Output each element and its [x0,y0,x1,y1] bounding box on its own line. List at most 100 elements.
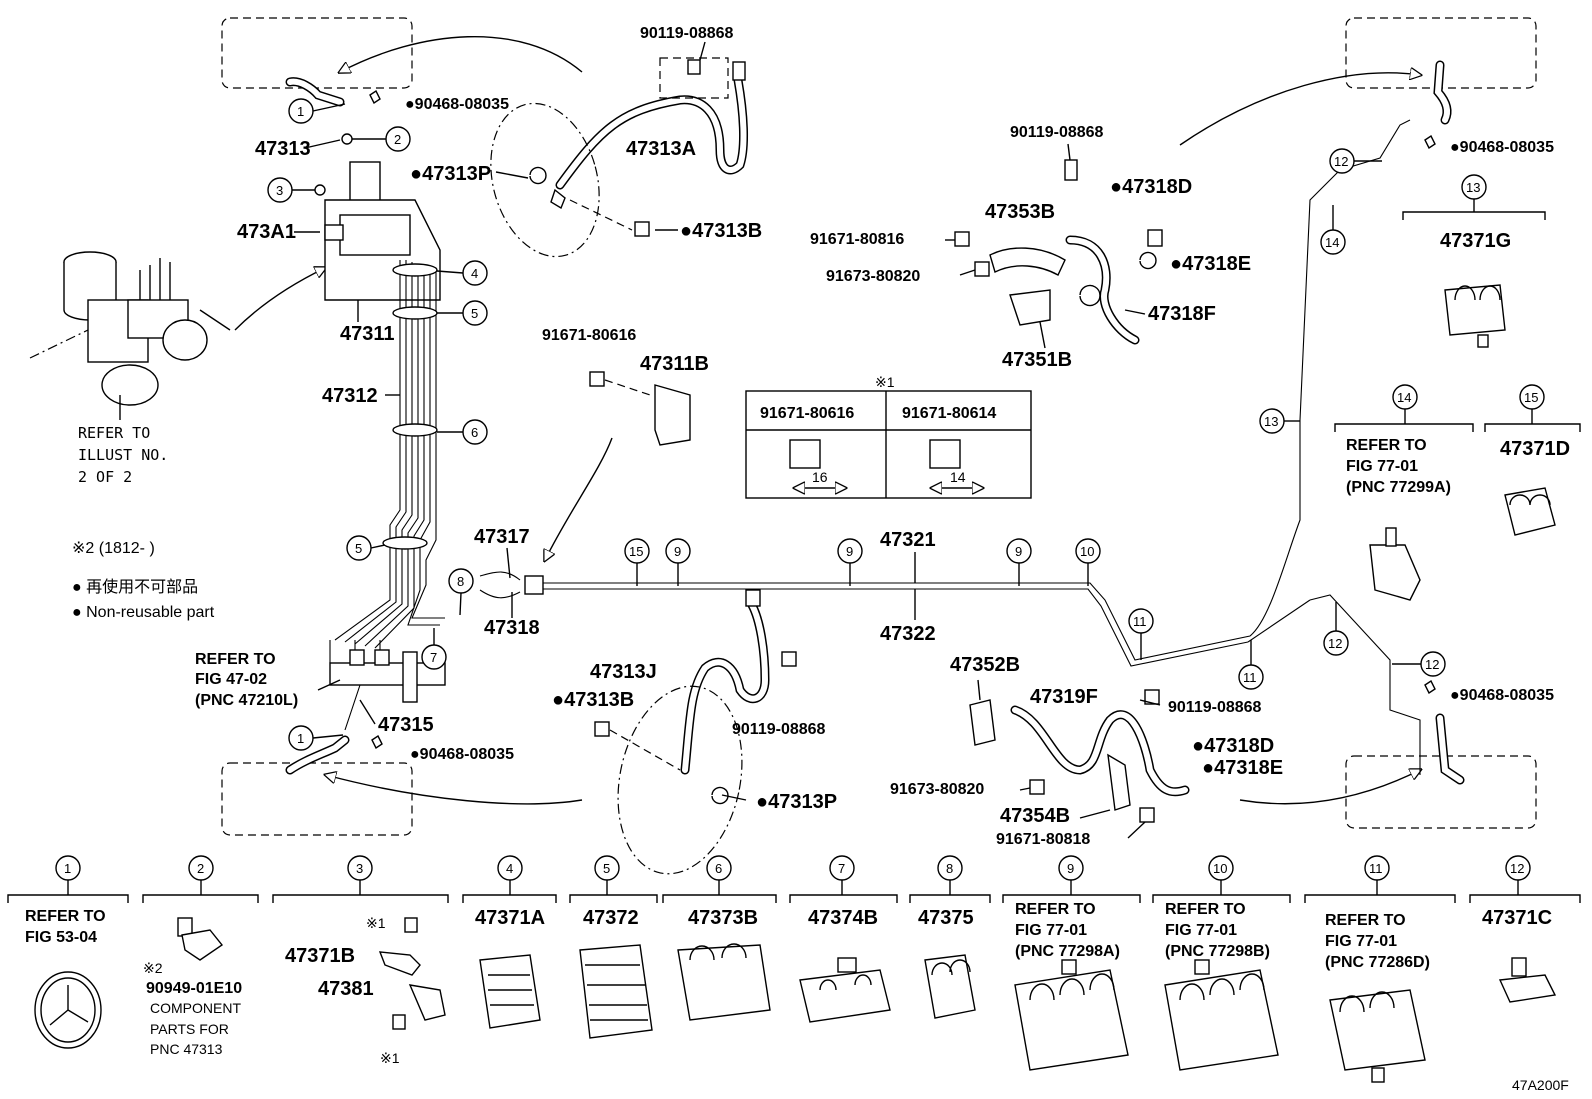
label-47311: 47311 [340,323,395,345]
panel5-label: 47372 [583,907,639,929]
figure-code: 47A200F [1512,1077,1569,1093]
bolt-table-mark: ※1 [875,374,895,390]
callout-5-upper: 5 [462,300,488,326]
callout-1-bottom: 1 [288,725,314,751]
callout-15-panel: 15 [1519,384,1545,410]
svg-text:13: 13 [1466,180,1480,195]
label-47322: 47322 [880,623,936,645]
label-91671-80816: 91671-80816 [810,231,904,248]
ref-fig4702-line3: (PNC 47210L) [195,692,298,709]
pipe-bundle [285,161,446,775]
bolt-table-col1: 91671-80616 [760,405,854,422]
bottom-callout-10: 10 [1213,861,1227,876]
svg-text:10: 10 [1080,544,1094,559]
label-47313J: 47313J [590,661,657,683]
callout-14-panel: 14 [1392,384,1418,410]
bolt-table-dim1: 16 [812,469,828,485]
bottom-callout-5: 5 [603,861,610,876]
label-91671-80818: 91671-80818 [996,831,1090,848]
bottom-callout-8: 8 [946,861,953,876]
panel-bracket-13 [1402,211,1546,220]
svg-text:11: 11 [1133,614,1147,629]
clip-47371C [1498,957,1557,1003]
label-91671-80616: 91671-80616 [542,327,636,344]
svg-text:1: 1 [297,731,304,746]
bottom-callout-3: 3 [356,861,363,876]
svg-text:14: 14 [1325,235,1339,250]
label-47353B: 47353B [985,201,1055,223]
ref-fig4702-line1: REFER TO [195,651,276,668]
callout-14-line: 14 [1320,229,1346,255]
svg-text:1: 1 [297,104,304,119]
ref-box-bottom-left [221,762,413,836]
label-47321: 47321 [880,529,936,551]
flow-arrow-top-left [340,35,583,72]
clip-47375 [924,954,976,1019]
clip-77286D [1329,989,1426,1083]
bracket-47311B [654,384,691,446]
bottom-callout-6: 6 [715,861,722,876]
clip-47373B [677,943,771,1021]
callout-9-c: 9 [1006,538,1032,564]
legend-nonreusable-en: ● Non-reusable part [72,604,215,621]
svg-text:15: 15 [1524,390,1538,405]
panel-bracket-15 [1484,423,1581,432]
callout-9-b: 9 [837,538,863,564]
svg-text:9: 9 [846,544,853,559]
callout-12-right: 12 [1323,630,1349,656]
bottom-callout-4: 4 [506,861,513,876]
label-47312: 47312 [322,385,378,407]
callout-1-top: 1 [288,98,314,124]
callout-9-a: 9 [665,538,691,564]
svg-text:7: 7 [430,650,437,665]
panel3-mark-bot: ※1 [380,1050,400,1066]
panel11-line2: FIG 77-01 [1325,933,1397,950]
leader-lines [294,41,1161,839]
callout-13-panel: 13 [1461,174,1487,200]
callout-15-line: 15 [624,538,650,564]
bottom-callout-12: 12 [1510,861,1524,876]
label-47352B: 47352B [950,654,1020,676]
panel1-line2: FIG 53-04 [25,929,97,946]
clip-47372 [579,944,653,1039]
label-90468-08035-br: ●90468-08035 [1450,687,1554,704]
callout-4: 4 [462,260,488,286]
ref-illust-line3: 2 OF 2 [78,468,132,486]
panel10-line2: FIG 77-01 [1165,922,1237,939]
label-47319F: 47319F [1030,686,1098,708]
ref-77299A-line1: REFER TO [1346,437,1427,454]
ref-fig4702-line2: FIG 47-02 [195,671,267,688]
callout-5-lower: 5 [346,535,372,561]
legend-nonreusable-jp: ● 再使用不可部品 [72,578,198,596]
panel1-line1: REFER TO [25,908,106,925]
panel2-line4: PARTS FOR [150,1021,229,1037]
callout-13-line: 13 [1259,408,1285,434]
panel3-47371B: 47371B [285,945,355,967]
callout-11-a: 11 [1128,608,1154,634]
label-47313P-top: ●47313P [410,163,491,185]
label-90468-08035-bl: ●90468-08035 [410,746,514,763]
svg-text:5: 5 [355,541,362,556]
bolt-table [745,390,1032,499]
label-90468-08035-tl: ●90468-08035 [405,96,509,113]
panel7-label: 47374B [808,907,878,929]
label-47311B: 47311B [640,353,709,375]
panel9-line3: (PNC 77298A) [1015,943,1120,960]
panel2-mark: ※2 [143,960,163,976]
bottom-callout-7: 7 [838,861,845,876]
panel2-pn: 90949-01E10 [146,980,242,997]
label-90119-08868-mid: 90119-08868 [732,721,826,738]
svg-text:12: 12 [1425,657,1439,672]
panel9-line2: FIG 77-01 [1015,922,1087,939]
label-47317: 47317 [474,526,530,548]
abs-actuator [29,251,231,420]
svg-text:5: 5 [471,306,478,321]
label-47318F: 47318F [1148,303,1216,325]
callout-12-top: 12 [1329,148,1355,174]
svg-text:13: 13 [1264,414,1278,429]
callout-7: 7 [421,644,447,670]
svg-text:3: 3 [276,183,283,198]
label-90119-08868-top: 90119-08868 [640,25,734,42]
panel12-label: 47371C [1482,907,1552,929]
